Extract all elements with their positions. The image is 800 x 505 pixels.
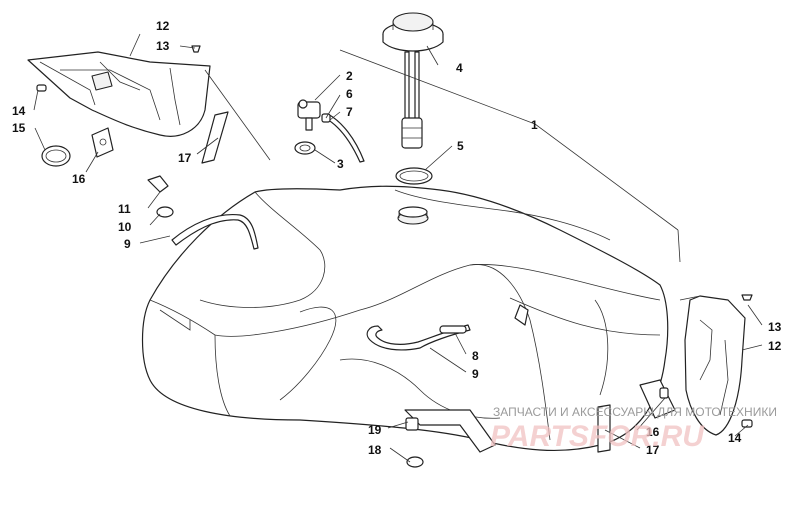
watermark-logo: PARTSFOR.RU [490,420,705,453]
bracket-clip [91,127,114,158]
pump-o-ring [395,167,433,185]
rubber-grommet [36,84,47,92]
fuel-hose-left [171,213,259,250]
right-fastener-strip [597,404,611,453]
breather-hose [366,324,471,351]
right-grommet [741,419,753,428]
hose-clamp [41,145,71,167]
fitting-gasket [156,206,174,218]
callout-18: 18 [368,443,382,457]
callout-17-right: 17 [646,443,660,457]
tank-mount-bracket [404,409,496,453]
fuel-pump-assembly [382,12,444,149]
watermark-caption: ЗАПЧАСТИ И АКСЕССУАРЫ ДЛЯ МОТОТЕХНИКИ [493,405,777,419]
right-side-panel [684,295,746,436]
callout-11: 11 [118,202,131,216]
watermark: PARTSFOR.RU ЗАПЧАСТИ И АКСЕССУАРЫ ДЛЯ МО… [490,405,777,453]
callout-3: 3 [337,157,344,171]
callout-16-left: 16 [72,172,86,186]
right-bracket [639,379,676,419]
panel-fastener-strip [201,111,229,164]
callout-19: 19 [368,423,382,437]
screw [191,45,201,53]
fuel-tap [297,99,321,131]
callout-15: 15 [12,121,26,135]
tap-gasket [294,141,316,155]
callout-7: 7 [346,105,353,119]
callout-14-left: 14 [12,104,26,118]
callout-14-right: 14 [728,431,742,445]
callout-12-right: 12 [768,339,782,353]
callout-2: 2 [346,69,353,83]
callout-17-left: 17 [178,151,192,165]
callout-13-left: 13 [156,39,170,53]
callout-8: 8 [472,349,479,363]
left-side-panel [27,51,211,137]
callout-9-lower: 9 [472,367,479,381]
callout-1: 1 [531,118,538,132]
callout-10: 10 [118,220,132,234]
fuel-tank [141,185,669,452]
callout-16-right: 16 [646,425,660,439]
right-screw [741,294,753,301]
callout-6: 6 [346,87,353,101]
elbow-fitting [147,175,169,193]
mount-rubber [406,456,424,468]
vent-hose [324,113,365,163]
callout-13-right: 13 [768,320,782,334]
leader-lines [33,33,763,463]
callout-12-left: 12 [156,19,170,33]
callout-5: 5 [457,139,464,153]
callout-4: 4 [456,61,463,75]
callout-numbers: 1 2 6 7 3 4 5 12 13 14 15 16 17 11 10 9 … [12,19,782,457]
callout-9-upper: 9 [124,237,131,251]
